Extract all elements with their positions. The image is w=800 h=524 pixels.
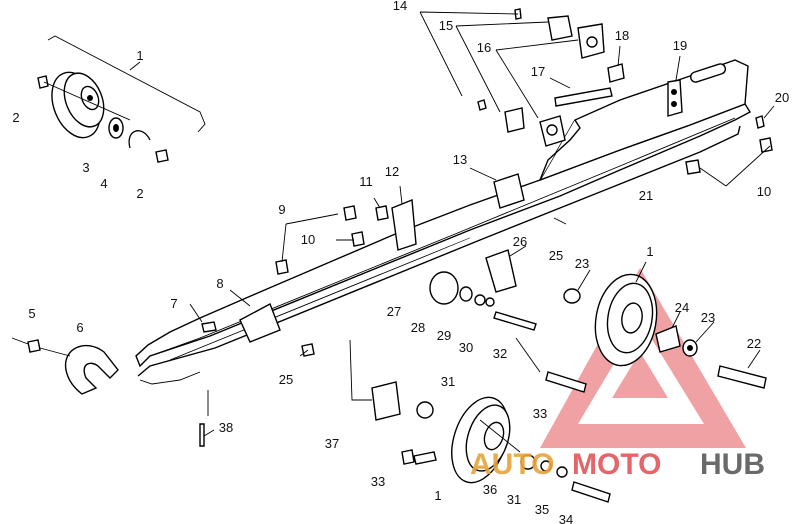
callout-number: 32 xyxy=(493,346,507,361)
callout-number: 23 xyxy=(575,256,589,271)
callout-number: 11 xyxy=(359,174,373,189)
callout-number: 25 xyxy=(549,248,563,263)
callout-number: 37 xyxy=(325,436,339,451)
callout-number: 12 xyxy=(385,164,399,179)
callout-number: 20 xyxy=(775,90,789,105)
watermark-text-hub: HUB xyxy=(700,448,765,481)
callout-number: 22 xyxy=(747,336,761,351)
callout-number: 9 xyxy=(278,202,285,217)
callout-number: 18 xyxy=(615,28,629,43)
top-idler-group xyxy=(37,35,206,163)
callout-number: 5 xyxy=(28,306,35,321)
watermark-text-moto: MOTO xyxy=(572,448,661,481)
callout-number: 13 xyxy=(453,152,467,167)
callout-number: 28 xyxy=(411,320,425,335)
callout-number: 10 xyxy=(757,184,771,199)
callout-number: 1 xyxy=(136,48,143,63)
slide-rail xyxy=(135,59,751,385)
callout-number: 21 xyxy=(639,188,653,203)
callout-number: 3 xyxy=(82,160,89,175)
center-parts-group xyxy=(275,167,567,331)
watermark-triangle-logo xyxy=(540,268,746,448)
callout-number: 27 xyxy=(387,304,401,319)
callout-number: 17 xyxy=(531,64,545,79)
callout-number: 33 xyxy=(533,406,547,421)
callout-number: 24 xyxy=(675,300,689,315)
callout-number: 2 xyxy=(136,186,143,201)
callout-number: 4 xyxy=(100,176,107,191)
callout-number: 1 xyxy=(646,244,653,259)
callout-number: 14 xyxy=(393,0,407,13)
callout-number: 36 xyxy=(483,482,497,497)
callout-number: 26 xyxy=(513,234,527,249)
callout-number: 1 xyxy=(434,488,441,503)
lower-wheel-group xyxy=(349,337,611,503)
upper-bracket-group xyxy=(419,8,775,187)
callout-number: 29 xyxy=(437,328,451,343)
callout-number: 35 xyxy=(535,502,549,517)
callout-number: 23 xyxy=(701,310,715,325)
callout-number: 31 xyxy=(441,374,455,389)
watermark-text-auto: AUTO xyxy=(470,448,554,481)
callout-number: 15 xyxy=(439,18,453,33)
callout-number: 31 xyxy=(507,492,521,507)
callout-number: 19 xyxy=(673,38,687,53)
watermark-logo: AUTO MOTO HUB xyxy=(470,448,765,481)
callout-number: 25 xyxy=(279,372,293,387)
callout-number: 7 xyxy=(170,296,177,311)
right-idler-group xyxy=(563,261,767,389)
callout-number: 2 xyxy=(12,110,19,125)
callout-number: 34 xyxy=(559,512,573,524)
front-parts-group xyxy=(11,289,315,447)
callout-number: 33 xyxy=(371,474,385,489)
callout-number: 6 xyxy=(76,320,83,335)
callout-number: 38 xyxy=(219,420,233,435)
callout-number: 30 xyxy=(459,340,473,355)
callout-number: 8 xyxy=(216,276,223,291)
callout-number: 10 xyxy=(301,232,315,247)
callout-number: 16 xyxy=(477,40,491,55)
